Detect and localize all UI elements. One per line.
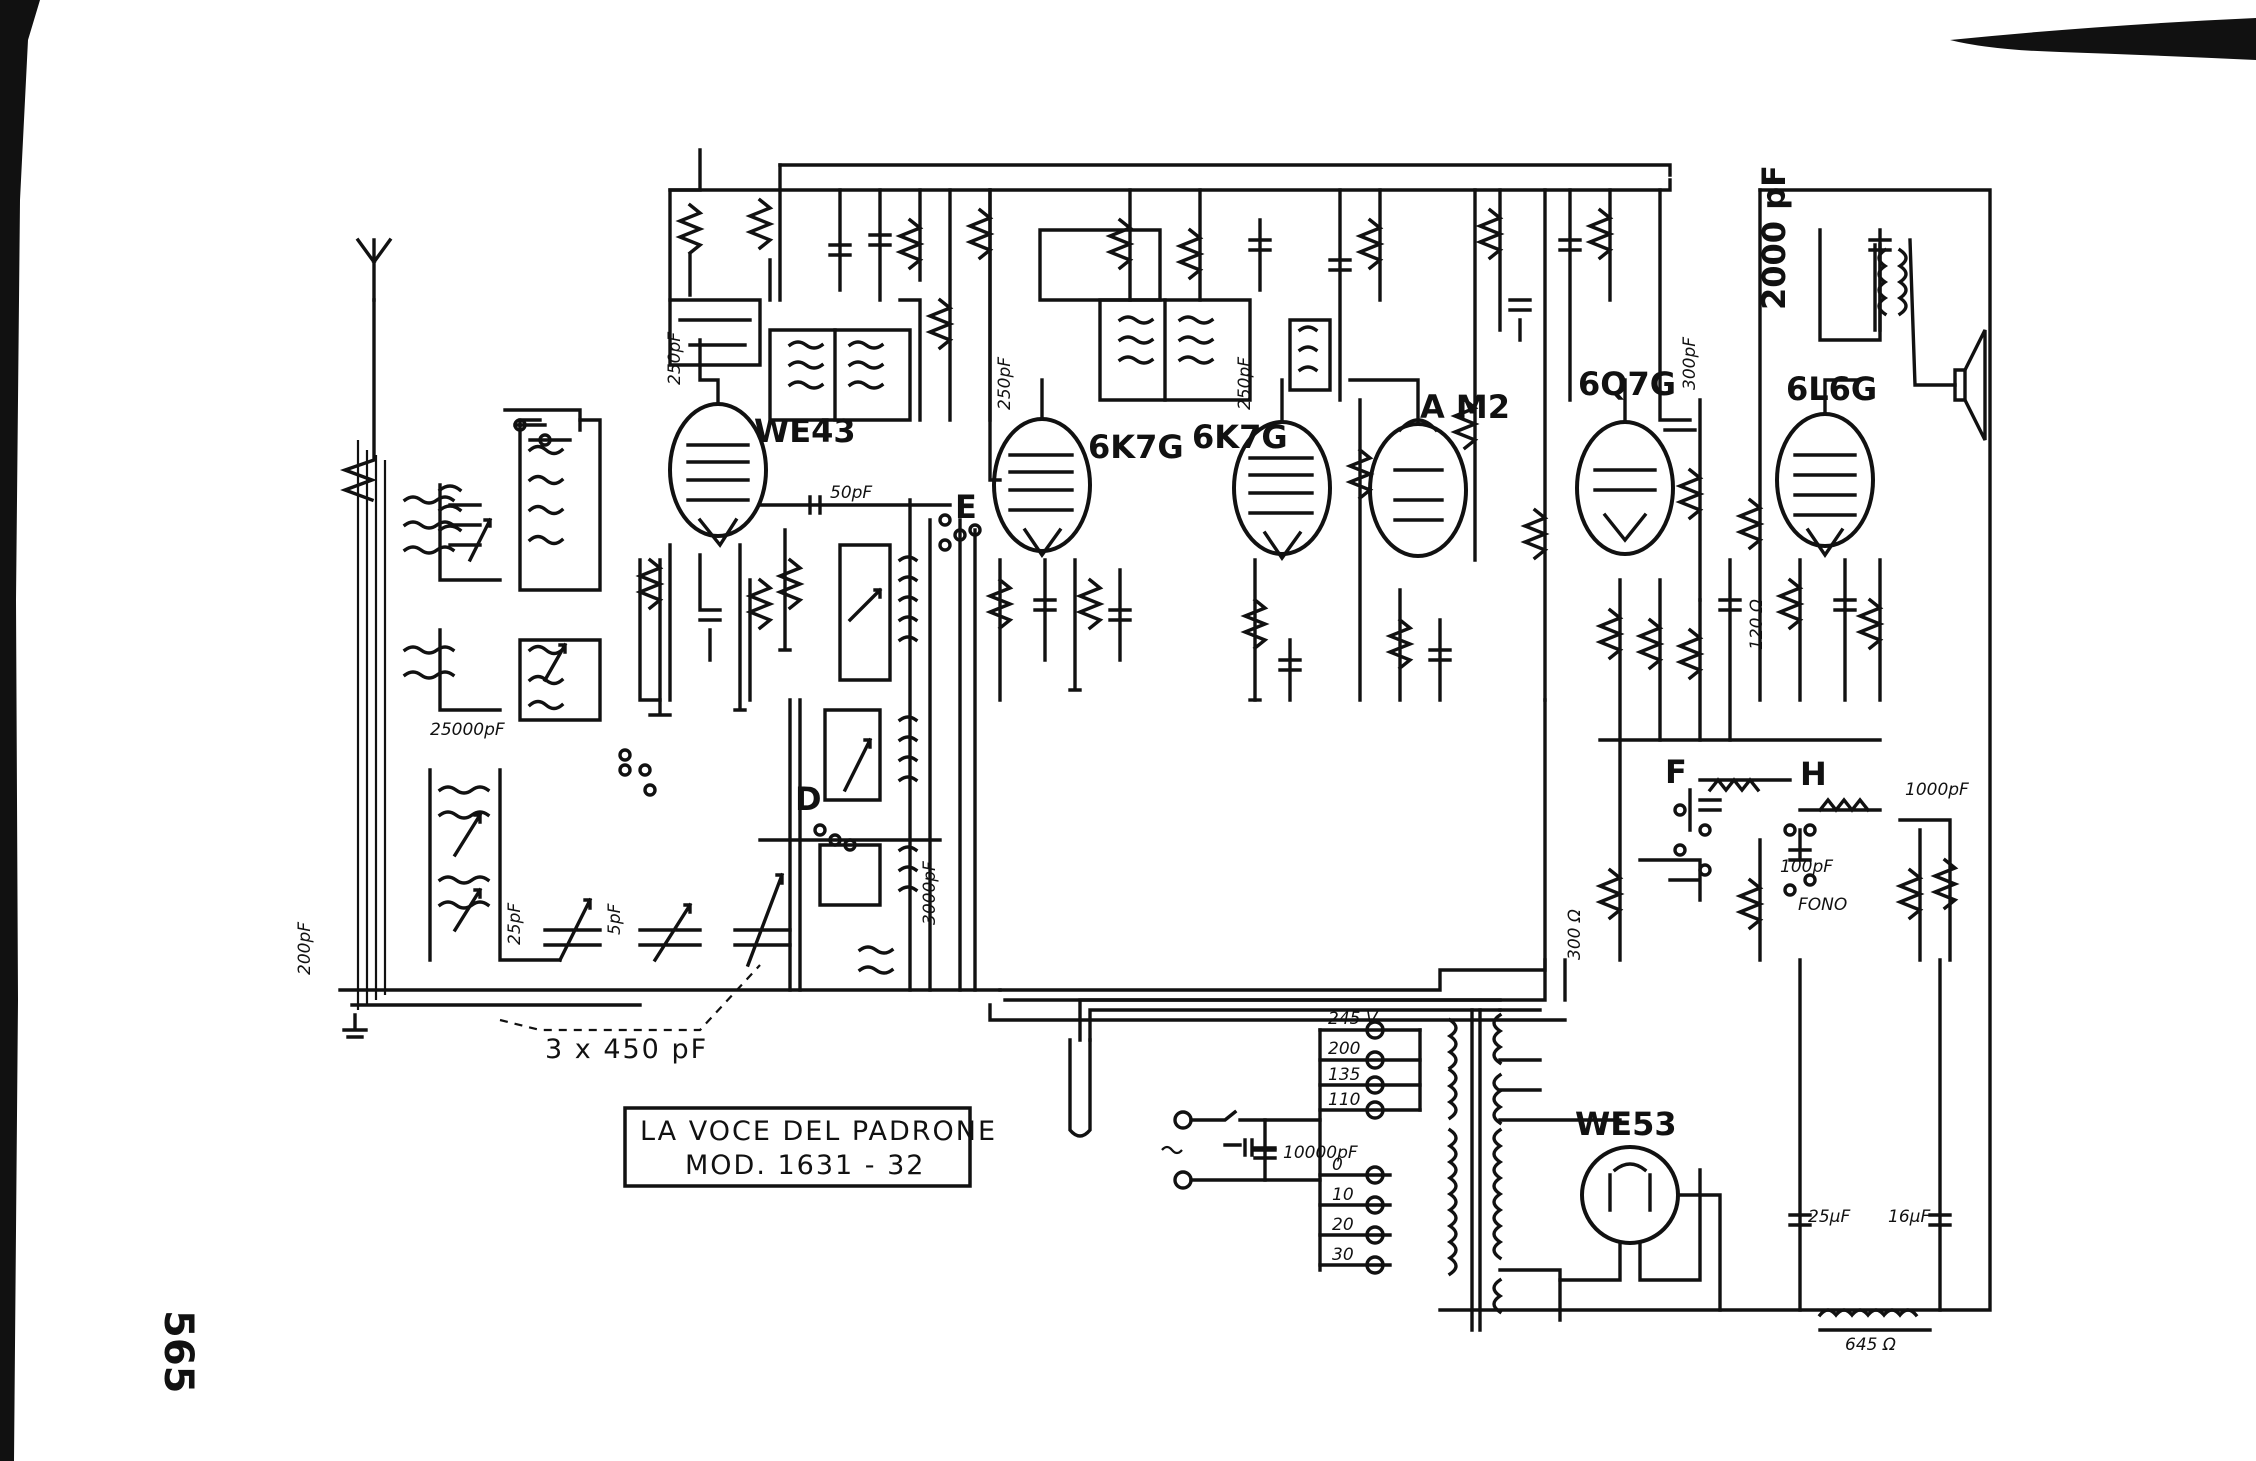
ballast-tube <box>1068 998 1502 1138</box>
tube-label-6l6g: 6L6G <box>1786 370 1877 408</box>
title-box <box>623 1106 972 1188</box>
cap-label: 3000pF <box>920 861 940 925</box>
cap-label: 250pF <box>665 332 685 385</box>
switch-label-f: F <box>1665 753 1687 791</box>
tube-we53 <box>1558 1145 1722 1312</box>
scan-edge-left <box>0 0 40 1461</box>
res-label: 645 Ω <box>1845 1335 1896 1355</box>
tube-label-6k7g-1: 6K7G <box>1088 428 1184 466</box>
fono-label: FONO <box>1798 895 1847 915</box>
cap-label-2000pf: 2000 pF <box>1755 165 1793 310</box>
filter-section <box>1788 958 1952 1332</box>
tube-label-we53: WE53 <box>1575 1105 1677 1143</box>
mains-tap-label: 20 <box>1332 1215 1354 1235</box>
mains-tap-label: 10 <box>1332 1185 1354 1205</box>
output-transformer <box>1438 188 1992 1312</box>
cap-label: 300pF <box>1680 337 1700 390</box>
if-transformer-1 <box>768 328 912 422</box>
cap-label: 200pF <box>295 922 315 975</box>
mains-tap-label: 200 <box>1328 1039 1360 1059</box>
cap-label: 1000pF <box>1905 780 1969 800</box>
scan-edge-top-right <box>1950 18 2256 60</box>
tube-6k7g-2 <box>1232 378 1332 561</box>
cap-label: 25pF <box>505 903 525 945</box>
res-label: 300 Ω <box>1565 909 1585 960</box>
cap-label: 25000pF <box>430 720 505 740</box>
osc-coil-block <box>758 498 977 992</box>
mains-input <box>1161 1109 1322 1190</box>
cap-label: 100pF <box>1780 857 1833 877</box>
mains-tap-label: 110 <box>1328 1090 1360 1110</box>
wave-switch <box>618 513 982 852</box>
tube-6l6g <box>1775 378 1875 559</box>
gang-capacitor-label: 3 x 450 pF <box>545 1034 708 1065</box>
cap-label: 5pF <box>605 903 625 935</box>
voltage-selector <box>1318 1020 1422 1275</box>
title-line-2: MOD. 1631 - 32 <box>685 1150 925 1181</box>
tube-6q7g <box>1575 378 1675 556</box>
mains-tap-label: 0 <box>1332 1155 1343 1175</box>
switch-label-e: E <box>955 488 977 526</box>
if-transformer-2 <box>1098 298 1252 402</box>
gang-capacitor <box>499 872 792 1032</box>
cap-label: 250pF <box>1235 357 1255 410</box>
mains-tap-label: 135 <box>1328 1065 1360 1085</box>
mains-tap-label: 245 V <box>1328 1009 1379 1029</box>
res-label: 120 Ω <box>1747 599 1767 650</box>
power-transformer <box>1446 1008 1622 1332</box>
switch-label-h: H <box>1800 755 1827 793</box>
cap-label: 16µF <box>1888 1207 1930 1227</box>
page-number: 565 <box>155 1310 201 1394</box>
tube-6k7g-1 <box>992 378 1092 558</box>
input-coil-block <box>402 483 562 962</box>
cap-label: 250pF <box>995 357 1015 410</box>
switch-label-d: D <box>795 780 822 818</box>
title-line-1: LA VOCE DEL PADRONE <box>640 1116 997 1147</box>
cap-label: 25µF <box>1808 1207 1850 1227</box>
cap-label: 50pF <box>830 483 872 503</box>
cap-label: 10000pF <box>1283 1143 1358 1163</box>
tone-switch-block <box>1638 777 1960 962</box>
tube-label-6k7g-2: 6K7G <box>1192 418 1288 456</box>
mains-tap-label: 30 <box>1332 1245 1354 1265</box>
tube-we43 <box>668 338 768 548</box>
speaker-icon <box>1953 329 1987 441</box>
